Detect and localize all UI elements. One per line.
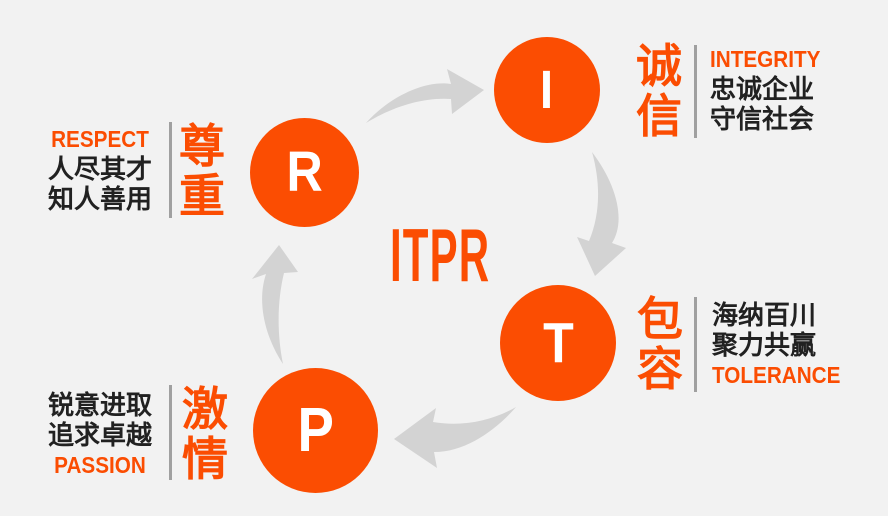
node-letter-passion: P xyxy=(297,395,334,465)
desc-line: 人尽其才 xyxy=(47,154,152,184)
text-block-passion: 锐意进取 追求卓越 PASSION xyxy=(38,390,162,480)
arrow-r-to-i-icon xyxy=(366,69,484,123)
text-block-respect: RESPECT 人尽其才 知人善用 xyxy=(38,124,162,214)
node-circle-integrity: I xyxy=(494,37,600,143)
node-circle-passion: P xyxy=(253,368,378,493)
vertical-word-respect: 尊重 xyxy=(179,120,225,222)
desc-line: 知人善用 xyxy=(47,184,152,214)
divider-tolerance xyxy=(694,297,697,392)
center-title: ITPR xyxy=(390,213,491,297)
vertical-word-passion: 激情 xyxy=(182,383,228,485)
en-label-tolerance: TOLERANCE xyxy=(712,362,841,388)
vertical-word-integrity: 诚信 xyxy=(636,40,682,142)
arrow-t-to-p-icon xyxy=(394,407,516,468)
vertical-word-tolerance: 包容 xyxy=(637,293,683,395)
desc-line: 忠诚企业 xyxy=(710,74,815,104)
en-label-integrity: INTEGRITY xyxy=(710,46,821,72)
node-circle-respect: R xyxy=(250,118,359,227)
desc-line: 锐意进取 xyxy=(47,390,152,420)
node-letter-respect: R xyxy=(286,140,323,204)
desc-line: 海纳百川 xyxy=(712,300,817,330)
desc-line: 追求卓越 xyxy=(47,420,152,450)
node-letter-integrity: I xyxy=(540,60,554,120)
node-circle-tolerance: T xyxy=(500,285,616,401)
desc-line: 守信社会 xyxy=(710,104,815,134)
arrow-i-to-t-icon xyxy=(577,152,626,276)
text-block-tolerance: 海纳百川 聚力共赢 TOLERANCE xyxy=(712,300,855,390)
divider-integrity xyxy=(694,45,697,138)
divider-passion xyxy=(169,385,172,480)
text-block-integrity: INTEGRITY 忠诚企业 守信社会 xyxy=(710,44,833,134)
en-label-respect: RESPECT xyxy=(51,126,149,152)
arrow-p-to-r-icon xyxy=(252,245,298,364)
divider-respect xyxy=(169,122,172,218)
desc-line: 聚力共赢 xyxy=(712,330,817,360)
en-label-passion: PASSION xyxy=(54,452,146,478)
node-letter-tolerance: T xyxy=(542,310,574,375)
